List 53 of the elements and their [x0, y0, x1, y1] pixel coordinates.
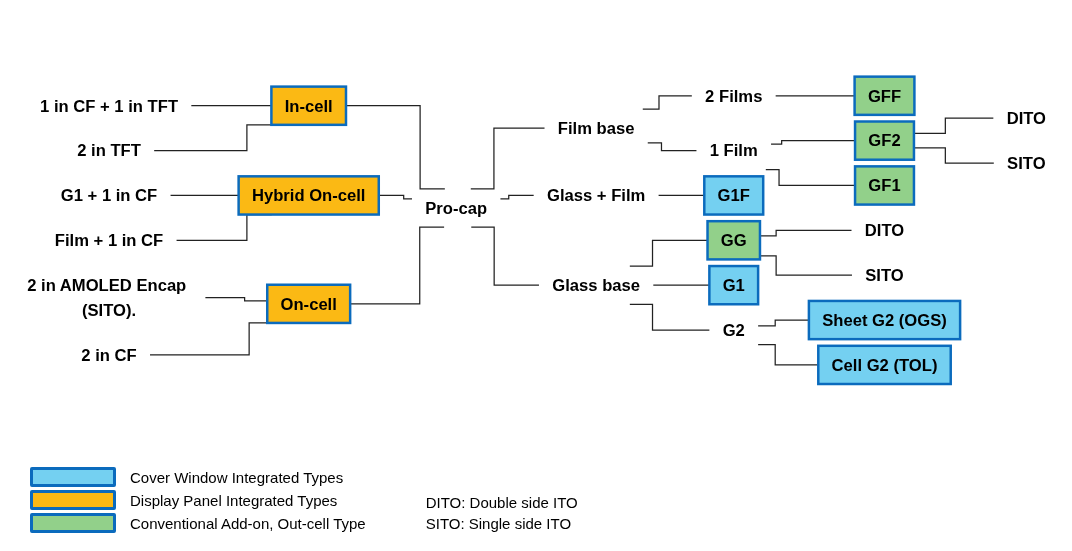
node-box [266, 283, 352, 324]
node-text: 1 Film [709, 141, 758, 160]
tree-diagram: 1 in CF + 1 in TFT 2 in TFT In-cell G1 + 1 in CF Film + 1 in CF Hybrid On-cell 2 in AMOLED Encap (SITO). 2 in CF On-cell Pro-cap Film base 2 Films GFF 1 Film GF2 DITO SITO GF1 Glass + Film G1F Glass base GG DITO SITO G1 G2 Sheet G2 (OGS) Cell G2 (TOL) [6, 69, 1066, 391]
connector [647, 141, 698, 151]
node-text: Glass base [552, 275, 641, 294]
legend-text: Conventional Add-on, Out-cell Type [130, 514, 366, 532]
node-text: 2 in CF [81, 345, 137, 364]
legend-text: Display Panel Integrated Types [130, 491, 338, 509]
note-text: DITO: Double side ITO [425, 494, 578, 511]
connector [642, 94, 693, 110]
node-box [706, 219, 762, 261]
node-box [853, 119, 916, 161]
connector [345, 104, 446, 190]
node-text: DITO [864, 220, 905, 240]
node-box [708, 264, 760, 306]
connector [470, 226, 540, 286]
connector [759, 254, 853, 276]
node-text: SITO [1007, 153, 1046, 172]
node-box [703, 174, 765, 216]
node-text: Pro-cap [425, 198, 488, 217]
connector [759, 229, 853, 237]
node-box [270, 85, 348, 126]
node-text: Film base [557, 118, 635, 137]
node-text: Film + 1 in CF [54, 230, 164, 250]
legend-text: Cover Window Integrated Types [130, 468, 344, 486]
connector [153, 123, 273, 151]
connector [204, 296, 268, 302]
node-text: DITO [1006, 108, 1047, 127]
connector [757, 343, 819, 366]
node-box [853, 75, 916, 116]
connector [913, 146, 995, 164]
connector [913, 117, 994, 134]
connector [652, 284, 710, 286]
connector [765, 168, 856, 186]
connector [770, 139, 856, 145]
note-text: SITO: Single side ITO [425, 515, 573, 532]
node-text: SITO [865, 265, 904, 284]
connector [629, 303, 710, 331]
node-box [853, 164, 916, 206]
node-box [237, 174, 380, 216]
node-text: G1 + 1 in CF [60, 185, 158, 205]
node-text: 1 in CF + 1 in TFT [40, 96, 179, 115]
node-text: 2 in TFT [77, 141, 141, 160]
connector [499, 194, 535, 200]
node-box [807, 299, 962, 341]
connector [657, 194, 705, 196]
node-text: Glass + Film [546, 185, 646, 205]
node-text: 2 in AMOLED Encap (SITO). [27, 275, 187, 319]
connector [378, 194, 413, 200]
connector [470, 127, 546, 190]
node-text: 2 Films [705, 86, 763, 105]
node-text: G2 [722, 320, 745, 339]
node-box [817, 344, 952, 385]
